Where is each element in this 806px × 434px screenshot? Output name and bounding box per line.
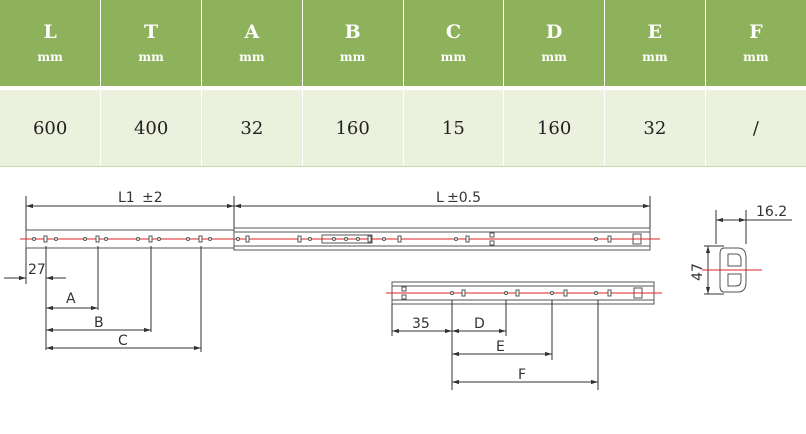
header-unit: mm — [541, 50, 567, 64]
value-e: 32 — [604, 90, 706, 167]
value-a: 32 — [201, 90, 303, 167]
label-e: E — [496, 339, 505, 355]
header-code: D — [545, 21, 563, 43]
header-code: L — [43, 21, 57, 43]
header-unit: mm — [440, 50, 467, 64]
label-b: B — [94, 315, 104, 331]
spacer-row — [0, 86, 806, 90]
slide-inner-view — [386, 281, 662, 305]
spec-value-row: 600 400 32 160 15 160 32 / — [0, 90, 806, 167]
value-d: 160 — [503, 90, 605, 167]
value-c: 15 — [403, 90, 505, 167]
slide-full-view — [20, 227, 660, 251]
label-16-2: 16.2 — [756, 204, 787, 220]
label-f: F — [518, 367, 526, 383]
header-code: A — [244, 21, 260, 43]
label-l1: L1 — [118, 190, 135, 206]
value-b: 160 — [302, 90, 404, 167]
header-unit: mm — [37, 50, 63, 64]
header-unit: mm — [339, 50, 366, 64]
header-code: E — [647, 21, 663, 43]
header-code: F — [749, 21, 763, 43]
label-d: D — [474, 316, 485, 332]
slide-full-holes — [32, 235, 612, 243]
value-l: 600 — [0, 90, 102, 167]
label-l1-tolerance: ±2 — [142, 190, 163, 206]
header-unit: mm — [138, 50, 164, 64]
dimension-l1: L1 ±2 — [25, 190, 235, 238]
header-code: T — [144, 21, 159, 43]
header-unit: mm — [239, 50, 265, 64]
dimension-chain-right: 35 D E F — [391, 300, 599, 390]
label-l: L — [436, 190, 444, 206]
dimension-l: L ±0.5 — [234, 190, 651, 230]
header-code: B — [344, 21, 361, 43]
header-unit: mm — [743, 50, 769, 64]
label-47: 47 — [690, 263, 706, 281]
value-f: / — [705, 90, 806, 167]
header-code: C — [445, 21, 461, 43]
label-l-tolerance: ±0.5 — [447, 190, 481, 206]
technical-drawing: L1 ±2 L ±0.5 — [4, 190, 792, 390]
label-a: A — [66, 291, 76, 307]
label-c: C — [118, 333, 128, 349]
value-t: 400 — [100, 90, 202, 167]
dimension-chain-left: 27 A B C — [4, 246, 202, 352]
header-unit: mm — [642, 50, 668, 64]
label-35: 35 — [412, 316, 430, 332]
label-27: 27 — [28, 262, 46, 278]
cross-section-profile: 16.2 47 — [690, 204, 792, 295]
